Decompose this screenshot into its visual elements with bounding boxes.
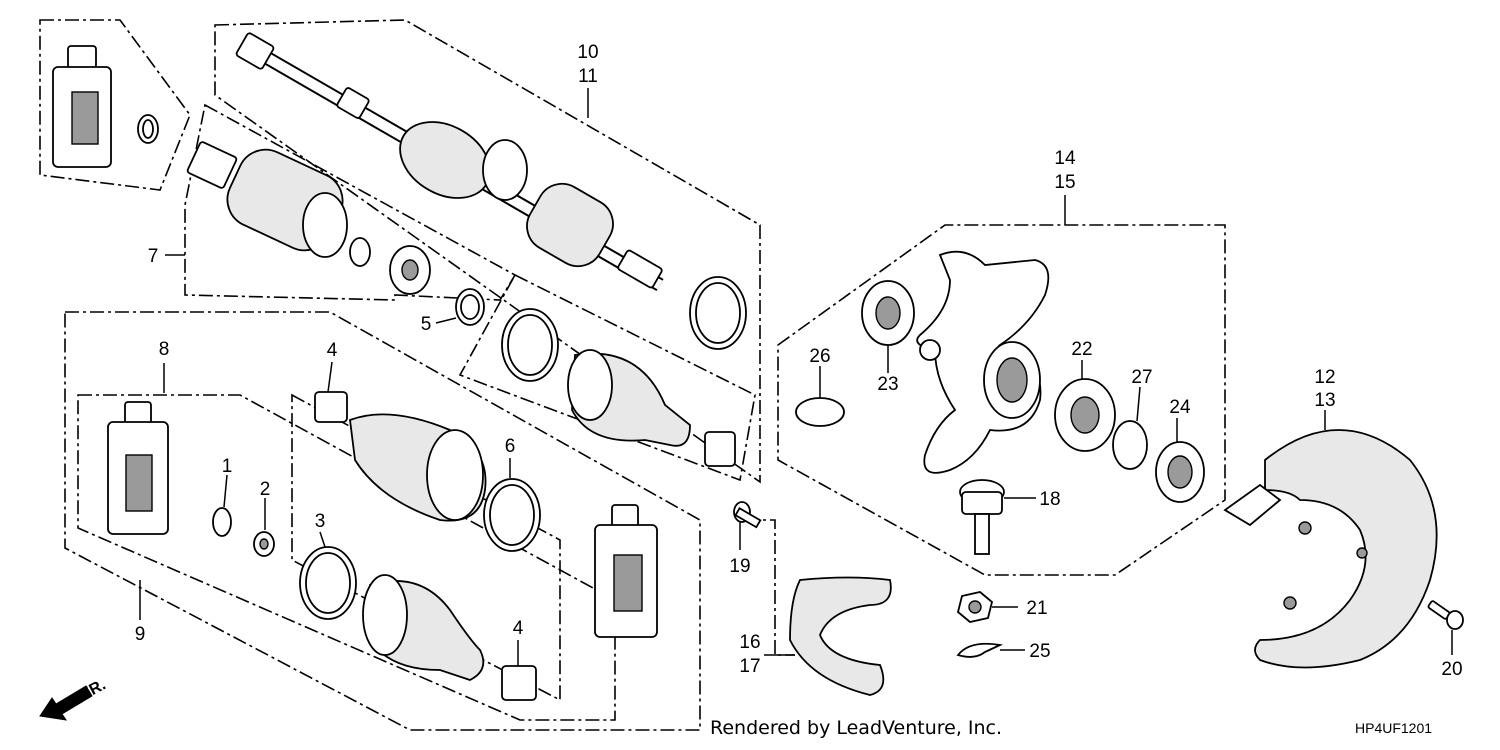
circlip-top — [137, 114, 159, 144]
knuckle-assembly-outline — [777, 224, 1226, 576]
callout-5: 5 — [421, 314, 432, 335]
callout-26: 26 — [809, 346, 830, 367]
cotter-pin-25 — [956, 642, 1004, 658]
front-direction-arrow: FR. — [39, 676, 109, 721]
callout-13: 13 — [1314, 390, 1335, 411]
callout-16: 16 — [739, 632, 760, 653]
boot-set-outline-9 — [64, 311, 701, 731]
callout-15: 15 — [1054, 172, 1075, 193]
ring-2 — [253, 531, 275, 557]
callout-3: 3 — [315, 511, 326, 532]
outer-boot-lower — [362, 574, 485, 681]
circlip-27 — [1112, 420, 1148, 470]
driveshaft-10-11 — [235, 32, 664, 292]
callout-8: 8 — [159, 339, 170, 360]
boot-clip-upper — [704, 431, 736, 467]
callout-2: 2 — [260, 479, 271, 500]
ball-joint-18 — [959, 479, 1005, 555]
driveshaft-assembly-outline — [214, 19, 761, 484]
callouts: 10 11 7 5 8 4 6 1 2 3 9 4 14 15 26 23 22… — [135, 42, 1463, 680]
callout-10: 10 — [577, 42, 598, 63]
boot-band-3 — [299, 546, 357, 620]
grease-tube-right — [594, 504, 658, 638]
oil-seal-24 — [1155, 441, 1205, 503]
inner-boot — [349, 413, 487, 522]
circlip-1 — [212, 507, 232, 537]
inboard-joint-7 — [186, 141, 348, 258]
oil-seal-23 — [861, 280, 915, 346]
circlip-5 — [455, 288, 485, 326]
boot-band-upper-left — [501, 308, 559, 382]
callout-7: 7 — [148, 246, 159, 267]
knuckle — [916, 250, 1050, 474]
callout-20: 20 — [1441, 659, 1462, 680]
outboard-boot-upper — [567, 349, 691, 447]
callout-9: 9 — [135, 624, 146, 645]
boot-band-4-lower — [501, 665, 537, 701]
callout-27: 27 — [1131, 367, 1152, 388]
callout-24: 24 — [1169, 397, 1191, 418]
callout-25: 25 — [1029, 641, 1050, 662]
snap-ring-7 — [349, 237, 371, 267]
disc-cover-12-13 — [1223, 429, 1438, 669]
castle-nut-21 — [956, 591, 994, 623]
bearing-cage-7 — [389, 245, 431, 295]
callout-17: 17 — [739, 656, 760, 677]
callout-21: 21 — [1026, 598, 1047, 619]
bolt-20 — [1427, 600, 1464, 630]
callout-11: 11 — [578, 66, 598, 87]
callout-1: 1 — [222, 456, 233, 477]
callout-12: 12 — [1314, 367, 1335, 388]
splash-guard-16-17 — [789, 576, 892, 696]
bolt-19 — [733, 501, 762, 529]
callout-4-lower: 4 — [513, 618, 524, 639]
bearing-22 — [1054, 378, 1116, 452]
diagram-code: HP4UF1201 — [1355, 720, 1432, 736]
outboard-boot-kit-outline — [458, 273, 756, 482]
grease-tube-left — [107, 401, 169, 535]
callout-14: 14 — [1054, 148, 1076, 169]
boot-band-4-upper — [314, 391, 348, 423]
callout-23: 23 — [877, 374, 898, 395]
callout-6: 6 — [505, 436, 516, 457]
callout-22: 22 — [1071, 339, 1092, 360]
snap-ring-26 — [795, 397, 845, 427]
grease-kit-outline-top — [39, 19, 191, 191]
boot-set-outline-8 — [77, 394, 616, 721]
boot-band-upper-right — [689, 276, 747, 350]
grease-tube-top — [52, 45, 112, 168]
boot-band-6 — [483, 478, 541, 552]
fr-arrow-icon — [39, 685, 93, 721]
callout-18: 18 — [1039, 489, 1060, 510]
callout-19: 19 — [729, 556, 750, 577]
leader-lines — [139, 88, 1453, 666]
credit-text: Rendered by LeadVenture, Inc. — [710, 717, 1002, 739]
callout-4-upper: 4 — [327, 340, 338, 361]
